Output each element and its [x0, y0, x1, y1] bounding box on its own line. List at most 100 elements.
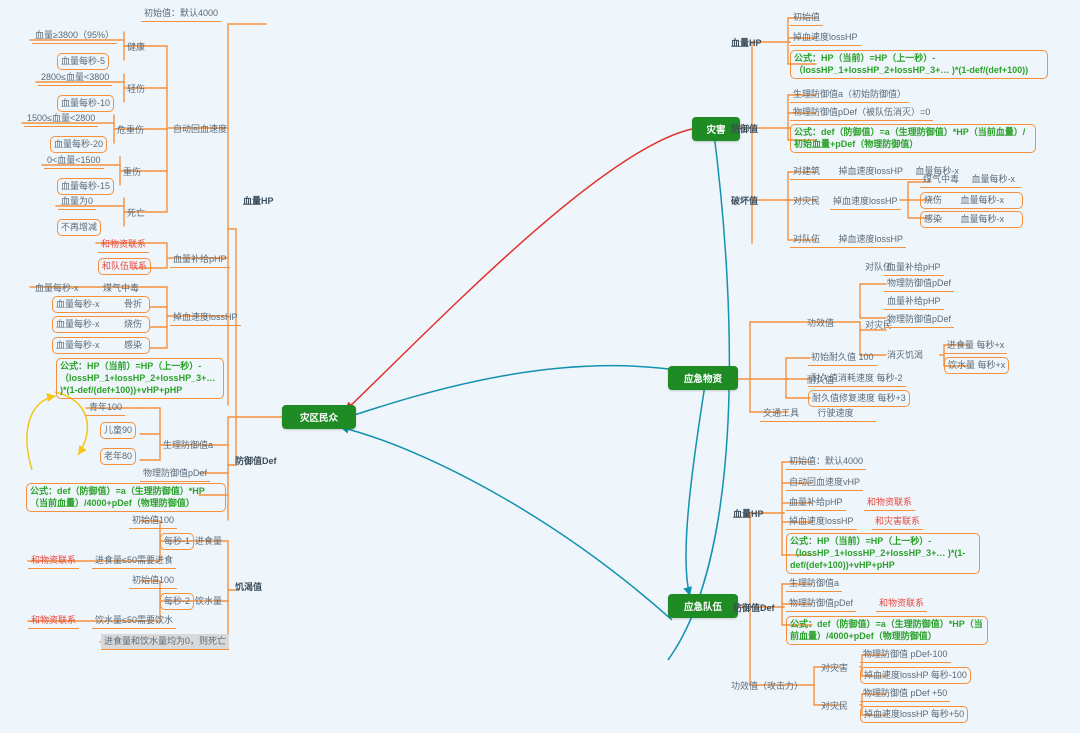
victims-food-initial[interactable]: 初始值100	[129, 513, 178, 529]
team-hp-loss-link[interactable]: 和灾害联系	[872, 514, 924, 530]
disaster-damage-label[interactable]: 破坏值	[731, 196, 759, 206]
victims-water-initial[interactable]: 初始值100	[129, 573, 178, 589]
disaster-damage-building-row[interactable]: 对建筑 掉血速度lossHP 血量每秒-x	[790, 164, 959, 180]
victims-hp-state-range-4[interactable]: 血量为0	[58, 194, 97, 210]
supplies-durability-item-2[interactable]: 耐久值修复速度 每秒+3	[808, 390, 910, 407]
victims-loss-row-2[interactable]: 血量每秒-x 烧伤	[52, 316, 150, 333]
supplies-durability-label[interactable]: 耐久值	[807, 375, 835, 385]
disaster-def-item-1[interactable]: 物理防御值pDef（被队伍消灭）=0	[790, 105, 934, 121]
victims-food-rate[interactable]: 每秒-1	[160, 533, 195, 550]
team-hp-php-link[interactable]: 和物资联系	[864, 495, 916, 511]
supplies-effect-victims-target[interactable]: 对灾民	[865, 320, 893, 330]
victims-hp-state-rate-0[interactable]: 血量每秒-5	[57, 53, 110, 70]
victims-hp-state-name-0[interactable]: 健康	[127, 42, 146, 52]
victims-hp-state-rate-1[interactable]: 血量每秒-10	[57, 95, 115, 112]
victims-php-link-supplies[interactable]: 和物资联系	[98, 237, 150, 253]
victims-food-label[interactable]: 进食量	[195, 536, 223, 546]
root-node-team[interactable]: 应急队伍	[668, 594, 738, 618]
team-effect-victims-target[interactable]: 对灾民	[821, 701, 849, 711]
victims-water-link[interactable]: 和物资联系	[28, 613, 80, 629]
team-effect-victims-item-1[interactable]: 掉血速度lossHP 每秒+50	[860, 706, 969, 723]
disaster-damage-type-1[interactable]: 烧伤 血量每秒-x	[920, 192, 1023, 209]
supplies-durability-item-1[interactable]: 耐久值消耗速度 每秒-2	[808, 371, 906, 387]
victims-hp-label[interactable]: 血量HP	[243, 196, 274, 206]
disaster-def-item-0[interactable]: 生理防御值a（初始防御值）	[790, 87, 910, 103]
victims-hp-state-name-2[interactable]: 危重伤	[117, 125, 145, 135]
supplies-effect-victims-item-1[interactable]: 物理防御值pDef	[884, 312, 955, 328]
victims-hp-state-rate-2[interactable]: 血量每秒-20	[50, 136, 108, 153]
victims-def-bio-1[interactable]: 儿童90	[100, 422, 137, 439]
disaster-damage-victims-target[interactable]: 对灾民	[793, 196, 821, 206]
supplies-effect-team-target[interactable]: 对队伍	[865, 262, 893, 272]
supplies-transport-row[interactable]: 交通工具 行驶速度	[760, 406, 876, 422]
team-hp-initial[interactable]: 初始值：默认4000	[786, 454, 867, 470]
team-effect-disaster-target[interactable]: 对灾害	[821, 663, 849, 673]
victims-water-threshold[interactable]: 饮水量≤50需要饮水	[92, 613, 176, 629]
supplies-effect-hunger-label[interactable]: 消灭饥渴	[887, 350, 924, 360]
disaster-hp-label[interactable]: 血量HP	[731, 38, 762, 48]
team-def-label[interactable]: 防御值Def	[733, 603, 775, 613]
team-hp-php[interactable]: 血量补给pHP	[786, 495, 846, 511]
victims-hp-state-rate-4[interactable]: 不再增减	[57, 219, 102, 236]
supplies-durability-item-0[interactable]: 初始耐久值 100	[808, 350, 877, 366]
victims-php-link-team[interactable]: 和队伍联系	[98, 258, 152, 275]
victims-hp-state-name-4[interactable]: 死亡	[127, 208, 146, 218]
root-node-supplies[interactable]: 应急物资	[668, 366, 738, 390]
disaster-damage-type-0[interactable]: 煤气中毒 血量每秒-x	[920, 172, 1021, 188]
victims-def-label[interactable]: 防御值Def	[235, 456, 277, 466]
supplies-effect-victims-item-0[interactable]: 血量补给pHP	[884, 294, 944, 310]
victims-def-bio-0[interactable]: 青年100	[86, 400, 126, 416]
disaster-def-formula[interactable]: 公式：def（防御值）=a（生理防御值）*HP（当前血量）/初始血量+pDef（…	[790, 124, 1036, 153]
victims-def-formula[interactable]: 公式：def（防御值）=a（生理防御值）*HP（当前血量）/4000+pDef（…	[26, 483, 226, 512]
victims-loss-row-3[interactable]: 血量每秒-x 感染	[52, 337, 150, 354]
supplies-effect-team-item-1[interactable]: 物理防御值pDef	[884, 276, 955, 292]
victims-php-label[interactable]: 血量补给pHP	[170, 252, 230, 268]
victims-def-pdef[interactable]: 物理防御值pDef	[140, 466, 211, 482]
victims-loss-rate-0[interactable]: 血量每秒-x	[35, 283, 79, 293]
disaster-def-label[interactable]: 防御值	[731, 124, 759, 134]
disaster-hp-item-1[interactable]: 掉血速度lossHP	[790, 30, 861, 46]
victims-hp-formula[interactable]: 公式：HP（当前）=HP（上一秒）-（lossHP_1+lossHP_2+los…	[56, 358, 224, 399]
victims-def-bio-2[interactable]: 老年80	[100, 448, 137, 465]
victims-hunger-death-note[interactable]: 进食量和饮水量均为0，则死亡	[101, 634, 230, 650]
team-effect-disaster-item-0[interactable]: 物理防御值 pDef-100	[860, 647, 951, 663]
victims-loss-row-1[interactable]: 血量每秒-x 骨折	[52, 296, 150, 313]
disaster-damage-victims-effect[interactable]: 掉血速度lossHP	[830, 194, 901, 210]
root-node-victims[interactable]: 灾区民众	[282, 405, 356, 429]
victims-food-threshold[interactable]: 进食量≤50需要进食	[92, 553, 176, 569]
victims-hp-state-name-1[interactable]: 轻伤	[127, 84, 146, 94]
supplies-effect-hunger-item-1[interactable]: 饮水量 每秒+x	[944, 357, 1010, 374]
victims-hunger-label[interactable]: 饥渴值	[235, 582, 263, 592]
supplies-effect-hunger-item-0[interactable]: 进食量 每秒+x	[944, 338, 1008, 354]
root-node-disaster[interactable]: 灾害	[692, 117, 740, 141]
team-hp-formula[interactable]: 公式：HP（当前）=HP（上一秒）-（lossHP_1+lossHP_2+los…	[786, 533, 980, 574]
team-hp-label[interactable]: 血量HP	[733, 509, 764, 519]
team-hp-loss[interactable]: 掉血速度lossHP	[786, 514, 857, 530]
team-def-pdef-link[interactable]: 和物资联系	[876, 596, 928, 612]
disaster-damage-team-row[interactable]: 对队伍 掉血速度lossHP	[790, 232, 906, 248]
disaster-damage-type-2[interactable]: 感染 血量每秒-x	[920, 211, 1023, 228]
victims-hp-initial[interactable]: 初始值：默认4000	[141, 6, 222, 22]
team-effect-disaster-item-1[interactable]: 掉血速度lossHP 每秒-100	[860, 667, 971, 684]
victims-food-link[interactable]: 和物资联系	[28, 553, 80, 569]
victims-loss-label[interactable]: 掉血速度lossHP	[170, 310, 241, 326]
victims-hp-state-range-2[interactable]: 1500≤血量<2800	[24, 111, 99, 127]
supplies-effect-label[interactable]: 功效值	[807, 318, 835, 328]
team-effect-label[interactable]: 功效值（攻击力）	[731, 681, 804, 691]
victims-hp-state-rate-3[interactable]: 血量每秒-15	[57, 178, 115, 195]
team-effect-victims-item-0[interactable]: 物理防御值 pDef +50	[860, 686, 951, 702]
team-def-formula[interactable]: 公式：def（防御值）=a（生理防御值）*HP（当前血量）/4000+pDef（…	[786, 616, 988, 645]
victims-loss-cause-0[interactable]: 煤气中毒	[103, 283, 140, 293]
disaster-hp-formula[interactable]: 公式：HP（当前）=HP（上一秒）-（lossHP_1+lossHP_2+los…	[790, 50, 1048, 79]
victims-def-bio-label[interactable]: 生理防御值a	[163, 440, 214, 450]
team-def-pdef[interactable]: 物理防御值pDef	[786, 596, 857, 612]
supplies-effect-team-item-0[interactable]: 血量补给pHP	[884, 260, 944, 276]
victims-water-label[interactable]: 饮水量	[195, 596, 223, 606]
victims-hp-state-range-1[interactable]: 2800≤血量<3800	[38, 70, 113, 86]
victims-water-rate[interactable]: 每秒-2	[160, 593, 195, 610]
victims-hp-state-name-3[interactable]: 重伤	[123, 167, 142, 177]
team-hp-vhp[interactable]: 自动回血速度vHP	[786, 475, 864, 491]
victims-hp-regen-label[interactable]: 自动回血速度	[173, 124, 228, 134]
team-def-bio[interactable]: 生理防御值a	[786, 576, 843, 592]
victims-hp-state-range-0[interactable]: 血量≥3800（95%）	[32, 28, 117, 44]
